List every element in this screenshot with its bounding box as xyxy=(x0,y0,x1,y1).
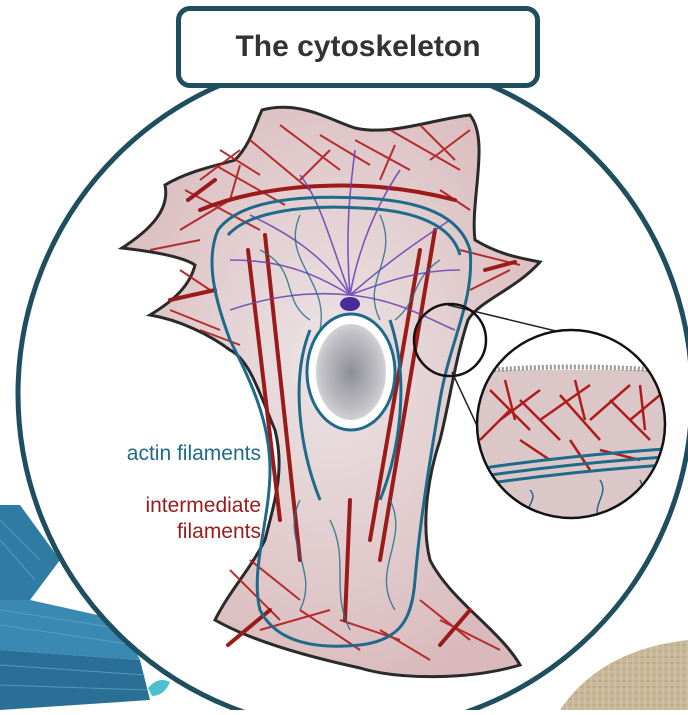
diagram-title: The cytoskeleton xyxy=(235,30,480,64)
intermediate-label-line1: intermediate xyxy=(145,493,261,519)
label-actin-filaments: actin filaments xyxy=(127,441,261,467)
decorative-linen xyxy=(560,640,688,710)
intermediate-label-line2: filaments xyxy=(145,519,261,545)
centrosome xyxy=(340,297,360,311)
nucleus xyxy=(316,324,386,420)
title-box: The cytoskeleton xyxy=(176,6,540,88)
label-intermediate-filaments: intermediate filaments xyxy=(145,493,261,545)
actin-label-text: actin filaments xyxy=(127,442,261,465)
